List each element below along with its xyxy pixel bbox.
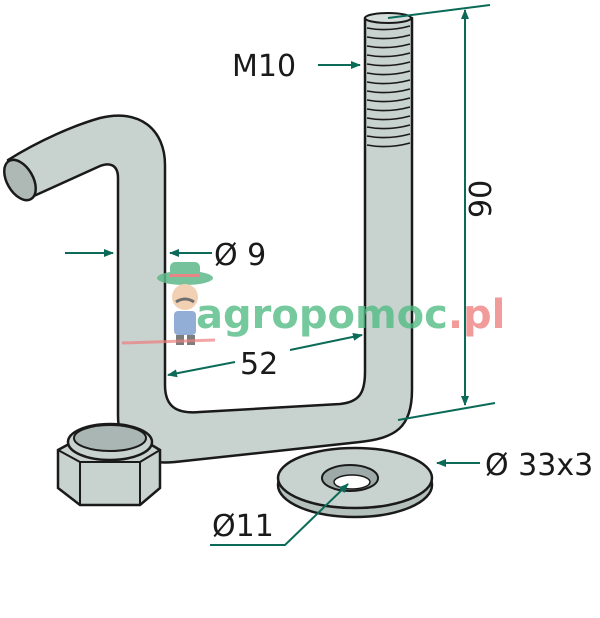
thread-line [366, 97, 411, 103]
thread-line [366, 115, 411, 121]
label-washer-outer: Ø 33x3 [485, 448, 593, 483]
thread-line [366, 70, 411, 76]
thread-line [366, 61, 411, 67]
watermark-tld: .pl [448, 292, 506, 338]
thread-line [366, 52, 411, 58]
thread-line [366, 124, 411, 130]
u-bolt [3, 12, 414, 464]
thread-line [366, 88, 411, 94]
label-thread-m10: M10 [232, 49, 296, 84]
dimension-lines [65, 4, 496, 546]
washer [276, 446, 434, 519]
lock-nut [56, 422, 162, 507]
label-washer-hole: Ø11 [212, 509, 274, 544]
farmer-mascot-icon [157, 262, 213, 345]
watermark: agropomoc.pl [121, 262, 505, 345]
watermark-text: agropomoc.pl [196, 292, 505, 338]
thread-line [366, 79, 411, 85]
thread-line [366, 25, 411, 31]
label-inner-width: 52 [240, 347, 278, 382]
thread-line [366, 43, 411, 49]
label-height: 90 [464, 180, 499, 218]
thread-lines [366, 25, 411, 148]
thread-line [366, 34, 411, 40]
thread-line [366, 142, 411, 148]
thread-line [366, 133, 411, 139]
watermark-brand: agropomoc [196, 292, 448, 338]
label-rod-diameter: Ø 9 [214, 238, 266, 273]
thread-line [366, 106, 411, 112]
